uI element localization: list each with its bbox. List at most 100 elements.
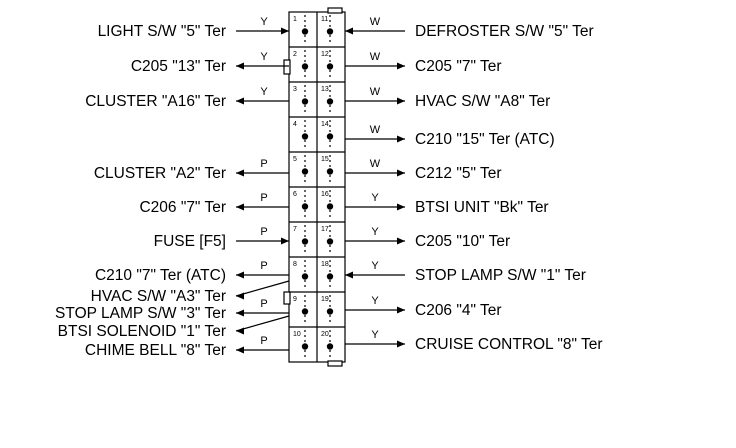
connector-key (283, 59, 291, 75)
terminal-dot (326, 273, 334, 280)
pin-number: 16 (321, 191, 329, 198)
wire-color-label: W (370, 158, 381, 170)
left-connection: CLUSTER "A2" Ter P (94, 158, 289, 182)
terminal-label: STOP LAMP S/W "1" Ter (415, 267, 586, 284)
pin-number: 5 (293, 156, 297, 163)
terminal-dot (326, 168, 334, 175)
pin-number: 3 (293, 86, 297, 93)
wire-color-label: Y (260, 51, 268, 63)
terminal-dot (326, 343, 334, 350)
right-connection: W HVAC S/W "A8" Ter (345, 86, 550, 110)
terminal-dot (326, 133, 334, 140)
wire-line (235, 280, 290, 297)
wire-color-label: P (260, 298, 267, 310)
terminal-dot (301, 238, 309, 245)
connector-latch (327, 360, 343, 367)
pin-number: 20 (321, 331, 329, 338)
arrow-icon (397, 203, 405, 211)
terminal-dot (326, 308, 334, 315)
arrow-icon (397, 306, 405, 314)
pin-number: 15 (321, 156, 329, 163)
terminal-dot (301, 273, 309, 280)
wire-color-label: P (260, 335, 267, 347)
terminal-label: C205 "10" Ter (415, 233, 510, 250)
arrow-icon (345, 271, 353, 279)
pin-number: 6 (293, 191, 297, 198)
right-connection: Y CRUISE CONTROL "8" Ter (345, 329, 603, 353)
terminal-dot (326, 63, 334, 70)
terminal-dot (301, 63, 309, 70)
terminal-label: C205 "13" Ter (131, 58, 226, 75)
terminal-dot (301, 203, 309, 210)
arrow-icon (397, 169, 405, 177)
terminal-label: CRUISE CONTROL "8" Ter (415, 336, 603, 353)
wire-color-label: Y (371, 260, 379, 272)
pin-number: 14 (321, 121, 329, 128)
wire-color-label: Y (371, 329, 379, 341)
left-connection: FUSE [F5] P (154, 226, 289, 250)
right-connection: W C212 "5" Ter (345, 158, 502, 182)
arrow-icon (281, 27, 289, 35)
arrow-icon (397, 340, 405, 348)
terminal-label: HVAC S/W "A8" Ter (415, 93, 550, 110)
wire-color-label: Y (371, 192, 379, 204)
left-connection: HVAC S/W "A3" Ter (91, 280, 290, 305)
pin-number: 1 (293, 16, 297, 23)
terminal-label: FUSE [F5] (154, 233, 226, 250)
wire-color-label: P (260, 226, 267, 238)
terminal-label: C210 "15" Ter (ATC) (415, 131, 555, 148)
wire-color-label: Y (260, 86, 268, 98)
pin-number: 2 (293, 51, 297, 58)
terminal-dot (301, 98, 309, 105)
pin-number: 12 (321, 51, 329, 58)
terminal-dot (326, 28, 334, 35)
connector-latch (327, 7, 343, 14)
pin-number: 11 (321, 16, 328, 23)
wire-color-label: P (260, 158, 267, 170)
wire-line (235, 315, 290, 332)
terminal-label: BTSI UNIT "Bk" Ter (415, 199, 549, 216)
right-connection: Y BTSI UNIT "Bk" Ter (345, 192, 549, 216)
pin-number: 10 (293, 331, 301, 338)
arrow-icon (397, 237, 405, 245)
pin-number: 17 (321, 226, 329, 233)
terminal-dot (301, 308, 309, 315)
terminal-dot (301, 28, 309, 35)
terminal-label: CLUSTER "A2" Ter (94, 165, 226, 182)
arrow-icon (236, 169, 244, 177)
terminal-dot (301, 133, 309, 140)
terminal-label: C212 "5" Ter (415, 165, 502, 182)
terminal-label: C210 "7" Ter (ATC) (95, 267, 226, 284)
terminal-dot (301, 168, 309, 175)
terminal-label: STOP LAMP S/W "3" Ter (55, 305, 226, 322)
pin-number: 13 (321, 86, 329, 93)
wire-color-label: W (370, 86, 381, 98)
wire-color-label: W (370, 51, 381, 63)
arrow-icon (236, 203, 244, 211)
arrow-icon (397, 97, 405, 105)
arrow-icon (236, 271, 244, 279)
terminal-label: BTSI SOLENOID "1" Ter (58, 323, 226, 340)
wire-color-label: W (370, 124, 381, 136)
terminal-label: C206 "4" Ter (415, 302, 502, 319)
right-connection: W C210 "15" Ter (ATC) (345, 124, 555, 148)
arrow-icon (236, 327, 244, 335)
pin-number: 19 (321, 296, 329, 303)
pin-number: 4 (293, 121, 297, 128)
terminal-dot (301, 343, 309, 350)
pin-number: 18 (321, 261, 329, 268)
wire-color-label: Y (260, 16, 268, 28)
connector-key (283, 291, 291, 305)
terminal-label: C206 "7" Ter (139, 199, 226, 216)
arrow-icon (397, 135, 405, 143)
left-connection: STOP LAMP S/W "3" Ter P (55, 298, 289, 322)
arrow-icon (281, 237, 289, 245)
arrow-icon (397, 62, 405, 70)
